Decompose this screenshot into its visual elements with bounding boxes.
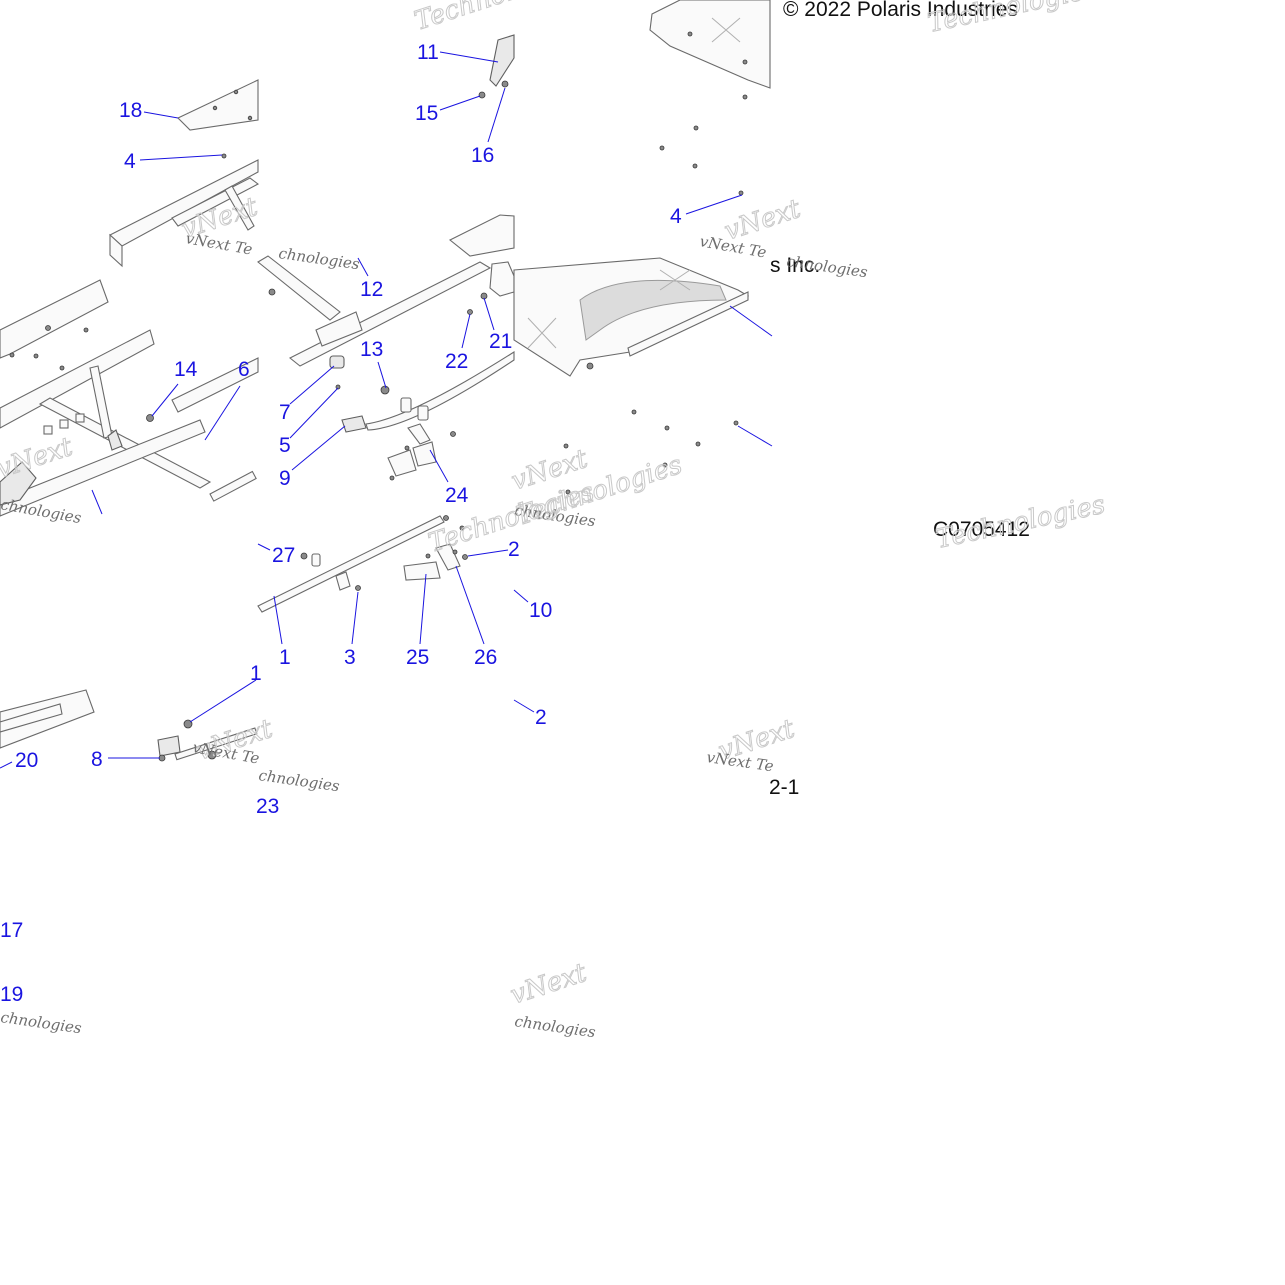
watermark-text: chnologies [513, 1012, 597, 1041]
callout-7: 7 [279, 401, 291, 424]
skid-plate-tile-top-right: 4 vNext vNext Te © 2022 Polaris Industri… [649, 0, 1100, 262]
frame-tile-middle-left: vNext chnologies 14 6 [0, 279, 259, 527]
callout-13: 13 [360, 338, 383, 361]
skid-plate-tile-middle-right: s Inc. chnologies Technologies chnologie… [512, 252, 1108, 555]
callout-18: 18 [119, 99, 142, 122]
callout-2: 2 [508, 538, 520, 561]
watermark-text: chnologies [0, 1008, 83, 1037]
watermark-text: Technologies [411, 0, 584, 37]
page-ref-tile: vNext vNext Te 2-1 [705, 713, 799, 799]
callout-6: 6 [238, 358, 250, 381]
callout-20: 20 [15, 749, 38, 772]
frame-tile-bottom-left: vNext vNext Te 20 8 1 17 19 chnologies [0, 662, 277, 1037]
callout-9: 9 [279, 467, 291, 490]
callout-21: 21 [489, 330, 512, 353]
frame-tile-center: chnologies vNext 12 13 22 21 7 5 9 24 [257, 214, 592, 507]
callout-15: 15 [415, 102, 438, 125]
callout-12: 12 [360, 278, 383, 301]
callout-24: 24 [445, 484, 469, 507]
drawing-id: C0705412 [933, 518, 1030, 541]
callout-26: 26 [474, 646, 497, 669]
copyright-fragment: s Inc. [770, 254, 820, 277]
watermark-text: Technologies [933, 490, 1108, 555]
callout-3: 3 [344, 646, 356, 669]
watermark-text: vNext [507, 958, 591, 1011]
callout-2: 2 [535, 706, 547, 729]
callout-11: 11 [417, 41, 439, 64]
callout-23: 23 [256, 795, 279, 818]
callout-10: 10 [529, 599, 552, 622]
callout-22: 22 [445, 350, 468, 373]
callout-27: 27 [272, 544, 295, 567]
page-reference: 2-1 [769, 776, 799, 799]
callout-16: 16 [471, 144, 494, 167]
watermark-text: chnologies [257, 766, 341, 795]
copyright-text: © 2022 Polaris Industries [783, 0, 1018, 21]
callout-25: 25 [406, 646, 429, 669]
callout-8: 8 [91, 748, 103, 771]
callout-5: 5 [279, 434, 291, 457]
watermark-text: Technologies [925, 0, 1100, 39]
watermark-text: chnologies [0, 495, 83, 527]
callout-14: 14 [174, 358, 198, 381]
callout-17: 17 [0, 919, 23, 942]
callout-19: 19 [0, 983, 23, 1006]
watermark-text: chnologies [277, 244, 361, 273]
frame-tile-bottom-middle: Technologies 27 2 10 1 3 25 26 2 23 chno… [256, 476, 598, 1041]
frame-tile-top-middle: Technologies 11 15 16 [410, 0, 584, 167]
callout-4: 4 [670, 205, 682, 228]
callout-1: 1 [250, 662, 262, 685]
callout-4: 4 [124, 150, 136, 173]
callout-1: 1 [279, 646, 291, 669]
frame-tile-top-left: vNext vNext Te 18 4 [109, 79, 262, 268]
